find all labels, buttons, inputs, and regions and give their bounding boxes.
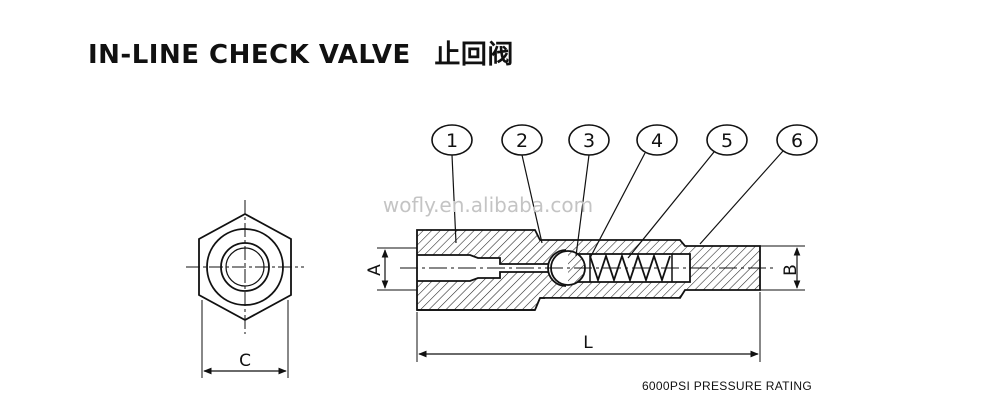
balloon-1-number: 1 xyxy=(446,130,458,152)
balloon-3: 3 xyxy=(568,124,610,257)
end-view xyxy=(186,200,304,378)
dim-l xyxy=(416,292,761,362)
dim-a-label: A xyxy=(365,264,385,276)
watermark: wofly.en.alibaba.com xyxy=(383,193,593,217)
balloon-2: 2 xyxy=(501,124,543,244)
section-view xyxy=(400,229,775,311)
dim-b-label: B xyxy=(781,264,801,276)
balloon-5: 5 xyxy=(627,124,748,259)
title-en: IN-LINE CHECK VALVE xyxy=(88,40,411,70)
page-title: IN-LINE CHECK VALVE 止回阀 xyxy=(88,34,514,71)
dim-b xyxy=(760,245,805,291)
balloon-1: 1 xyxy=(431,124,473,244)
bore-bottom-strip xyxy=(545,298,680,310)
balloon-4-number: 4 xyxy=(651,130,663,152)
balloon-2-number: 2 xyxy=(516,130,528,152)
balloon-5-number: 5 xyxy=(721,130,733,152)
dim-a xyxy=(377,247,417,291)
dim-l-label: L xyxy=(583,333,593,353)
balloon-6-number: 6 xyxy=(791,130,803,152)
dim-c-label: C xyxy=(239,351,251,371)
pressure-rating: 6000PSI PRESSURE RATING xyxy=(642,379,812,393)
balloon-6: 6 xyxy=(699,124,818,245)
title-cn: 止回阀 xyxy=(434,40,514,70)
balloon-3-number: 3 xyxy=(583,130,595,152)
spring xyxy=(589,253,671,283)
balloon-4: 4 xyxy=(589,124,678,259)
